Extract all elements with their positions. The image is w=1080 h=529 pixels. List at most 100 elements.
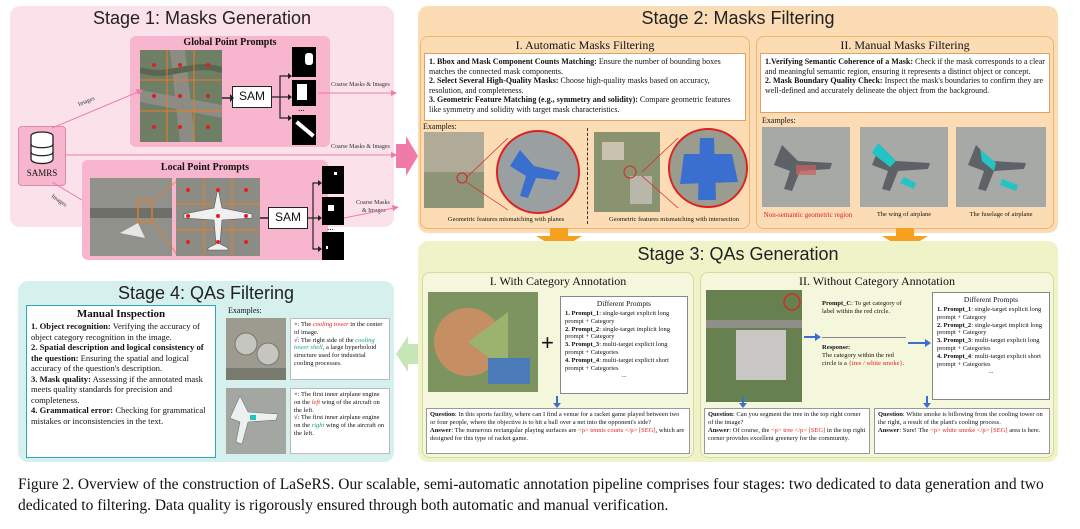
sam-model-local: SAM: [268, 207, 308, 229]
qa3-answer: Answer: Sure! The <p> white smoke </p> […: [878, 427, 1041, 435]
global-mask-3: [292, 115, 316, 145]
stage4-title: Stage 4: QAs Filtering: [117, 283, 295, 303]
prompt-c-divider: [822, 337, 906, 338]
local-mask-2: [322, 197, 344, 225]
example1-wrong: ×: The cooling tower in the center of im…: [294, 321, 383, 336]
without-category-image-1: [706, 290, 802, 402]
auto-filter-title: I. Automatic Masks Filtering: [515, 38, 655, 52]
manual-example-image-1: [762, 127, 850, 207]
manual-criterion-1: 1.Verifying Semantic Coherence of a Mask…: [765, 57, 1045, 76]
manual-inspection-box: Manual Inspection 1. Object recognition:…: [26, 305, 216, 458]
without-category-qa-1: Question: Can you segment the tree in th…: [704, 408, 870, 454]
auto-example-intersection-image: [594, 132, 660, 212]
prompts-dots: ...: [621, 372, 627, 380]
qa2-question: Question: Can you segment the tree in th…: [708, 411, 861, 427]
arrow-without-category-down-left: [739, 396, 747, 408]
example2-wrong: ×: The first inner airplane engine on th…: [294, 391, 380, 414]
auto-examples-label: Examples:: [423, 122, 457, 131]
global-mask-1: [292, 47, 316, 77]
stage4-examples-label: Examples:: [228, 306, 262, 315]
global-prompts-label: Global Point Prompts: [183, 37, 277, 48]
arrow-samrs-to-global: [52, 89, 143, 129]
auto-example-intersection-zoom: [668, 128, 748, 208]
without-category-qa-2: Question: White smoke is billowing from …: [874, 408, 1050, 454]
with-category-title: I. With Category Annotation: [489, 274, 627, 288]
arrow-stage2-to-stage3-right: [882, 228, 928, 250]
prompt2-1: 1. Prompt_1: single-target explicit long…: [937, 306, 1042, 321]
global-output-label: Coarse Masks & Images: [331, 82, 390, 88]
with-category-qa: Question: In this sports facility, where…: [426, 408, 690, 454]
samrs-output-label: Coarse Masks & Images: [331, 144, 390, 150]
auto-example-divider: [587, 128, 588, 224]
manual-example-image-3: [956, 127, 1046, 207]
manual-example-caption-1: Non-semantic geometric region: [763, 211, 853, 219]
arrow-local-output: [344, 205, 399, 219]
example1-right: √: The right side of the cooling tower s…: [294, 336, 377, 367]
qa1-answer: Answer: The numerous rectangular playing…: [430, 427, 685, 443]
arrow-local-sam-to-masks: [308, 180, 322, 252]
local-prompt-image-zoom: [176, 178, 260, 256]
without-category-title: II. Without Category Annotation: [799, 274, 955, 288]
arrow-image-to-promptc: [804, 333, 821, 341]
figure-caption: Figure 2. Overview of the construction o…: [18, 476, 1044, 514]
auto-criterion-1: 1. Bbox and Mask Component Counts Matchi…: [429, 57, 721, 76]
prompt-c: Prompt_C: To get category of label withi…: [822, 300, 902, 315]
local-prompt-image-full: [90, 178, 172, 256]
local-prompts-label: Local Point Prompts: [160, 162, 250, 173]
prompts2-dots: ...: [988, 368, 994, 376]
stage4-example-text-1: ×: The cooling tower in the center of im…: [290, 318, 390, 380]
local-output-label-b: & Images: [362, 208, 386, 214]
qa3-question: Question: White smoke is billowing from …: [878, 411, 1043, 427]
prompt-c-response: Response: The category within the red ci…: [822, 344, 905, 367]
arrow-samrs-middle: [66, 152, 398, 158]
manual-examples-label: Examples:: [762, 116, 796, 125]
qa1-question: Question: In this sports facility, where…: [430, 411, 680, 427]
inspection-item-2: 2. Spatial description and logical consi…: [31, 342, 204, 374]
auto-example-planes-caption: Geometric features mismatching with plan…: [447, 216, 565, 223]
prompt-1: 1. Prompt_1: single-target explicit long…: [565, 310, 670, 325]
plus-sign: +: [541, 330, 554, 355]
auto-criterion-2: 2. Select Several High-Quality Masks: Ch…: [429, 76, 710, 95]
local-mask-1: [322, 166, 344, 194]
manual-filter-criteria: 1.Verifying Semantic Coherence of a Mask…: [760, 53, 1050, 113]
arrow-global-to-sam: [222, 94, 234, 102]
prompt2-4: 4. Prompt_4: multi-target explicit short…: [937, 352, 1041, 368]
local-mask-3: [322, 232, 344, 260]
zoom-lines-planes: [465, 137, 509, 211]
arrow-without-category-down-right: [923, 396, 931, 408]
inspection-item-3: 3. Mask quality: Assessing if the annota…: [31, 373, 203, 405]
auto-criterion-3: 3. Geometric Feature Matching (e.g., sym…: [429, 95, 731, 114]
inspection-item-1: 1. Object recognition: Verifying the acc…: [31, 321, 200, 342]
stage2-title: Stage 2: Masks Filtering: [641, 8, 835, 28]
arrow-stage3-to-stage4: [396, 336, 418, 372]
prompt-3: 3. Prompt_3: multi-target explicit long …: [565, 341, 668, 356]
stage4-example-text-2: ×: The first inner airplane engine on th…: [290, 388, 390, 454]
stage1-title: Stage 1: Masks Generation: [92, 8, 312, 28]
prompts-title: Different Prompts: [596, 299, 652, 308]
inspection-item-4: 4. Grammatical error: Checking for gramm…: [31, 405, 206, 426]
manual-example-caption-3: The fuselage of airplane: [969, 211, 1033, 218]
prompt-2: 2. Prompt_2: single-target implicit long…: [565, 325, 671, 341]
manual-example-image-2: [860, 127, 948, 207]
database-icon: [30, 131, 54, 165]
arrow-with-category-down: [553, 396, 561, 408]
with-category-image-1: [428, 292, 538, 392]
auto-filter-criteria: 1. Bbox and Mask Component Counts Matchi…: [424, 53, 746, 121]
prompt2-3: 3. Prompt_3: multi-target explicit long …: [937, 337, 1040, 352]
manual-filter-title: II. Manual Masks Filtering: [840, 38, 970, 52]
global-prompt-image: [140, 50, 222, 142]
auto-example-planes-zoom: [496, 130, 580, 214]
with-category-prompts: Different Prompts 1. Prompt_1: single-ta…: [560, 296, 688, 394]
without-category-prompts: Different Prompts 1. Prompt_1: single-ta…: [932, 292, 1050, 400]
example2-right: √: The first inner airplane engine on th…: [294, 414, 385, 437]
stage3-title: Stage 3: QAs Generation: [637, 244, 839, 264]
manual-inspection-title: Manual Inspection: [76, 308, 166, 320]
prompt-4: 4. Prompt_4: multi-target explicit short…: [565, 356, 669, 372]
manual-example-caption-2: The wing of airplane: [876, 211, 932, 218]
arrow-stage2-to-stage3-left: [536, 228, 582, 250]
stage4-example-image-2: [226, 388, 286, 454]
zoom-lines-intersection: [641, 137, 679, 209]
arrow-global-output: [318, 90, 397, 96]
samrs-label: SAMRS: [26, 168, 58, 178]
arrow-stage1-to-stage2: [396, 136, 418, 176]
